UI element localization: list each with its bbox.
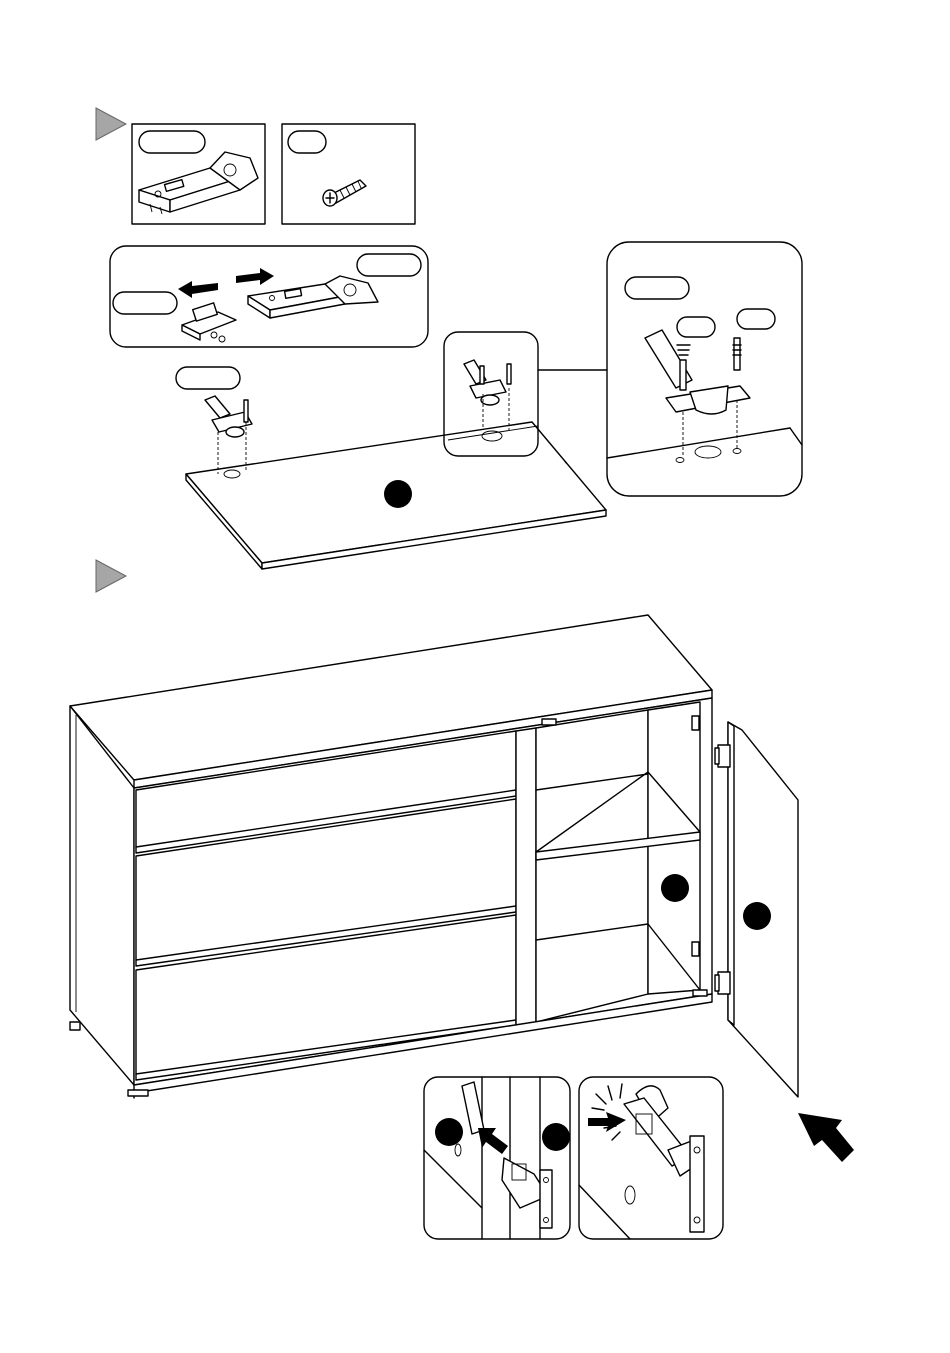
click-hinge-icon bbox=[624, 1086, 704, 1232]
mounting-hinge-icon bbox=[462, 1082, 552, 1228]
cabinet-hinge-plate-top bbox=[692, 716, 699, 730]
click-indicator-icon bbox=[592, 1084, 622, 1140]
cabinet-hinge-plate-bottom bbox=[692, 942, 699, 956]
part-marker-5 bbox=[542, 1123, 570, 1151]
step-marker-a bbox=[96, 108, 126, 140]
part-marker-4 bbox=[435, 1118, 463, 1146]
hinge-base-plate-icon bbox=[182, 303, 236, 342]
foot-back bbox=[70, 1022, 80, 1030]
detail-box-hinge-click bbox=[579, 1077, 723, 1239]
part-label-screw bbox=[288, 131, 326, 153]
arrow-right-icon bbox=[236, 268, 274, 285]
detail-label-5 bbox=[677, 317, 715, 337]
door-hinge-bottom bbox=[718, 972, 730, 994]
screw-icon bbox=[323, 180, 366, 206]
part-marker-3 bbox=[743, 902, 771, 930]
sideboard-cabinet bbox=[70, 615, 712, 1098]
foot-right bbox=[693, 990, 707, 996]
part-box-screw bbox=[282, 124, 415, 224]
part-box-hinge bbox=[132, 124, 265, 224]
hinge-arm-icon bbox=[248, 276, 378, 318]
part-marker-2 bbox=[661, 874, 689, 902]
detail-label-2 bbox=[357, 254, 421, 276]
detail-box-hinge-mount bbox=[424, 1077, 570, 1239]
door-panel-horizontal bbox=[176, 367, 606, 569]
step-marker-b bbox=[96, 560, 126, 592]
cabinet-door bbox=[715, 722, 798, 1097]
arrow-left-icon bbox=[178, 281, 218, 298]
click-arrow-icon bbox=[588, 1112, 626, 1132]
detail-label-1 bbox=[113, 292, 177, 314]
foot-front bbox=[128, 1090, 148, 1096]
zoom-detail-box bbox=[607, 242, 802, 496]
push-arrow-icon bbox=[798, 1113, 854, 1162]
part-label-hinge bbox=[139, 131, 205, 153]
detail-label-3 bbox=[176, 367, 240, 389]
part-marker-1 bbox=[384, 480, 412, 508]
detail-box-hinge-separation bbox=[110, 246, 428, 347]
hinge-icon bbox=[139, 152, 258, 214]
door-hinge-top bbox=[718, 745, 730, 767]
detail-label-6 bbox=[737, 309, 775, 329]
detail-label-4 bbox=[625, 277, 689, 299]
